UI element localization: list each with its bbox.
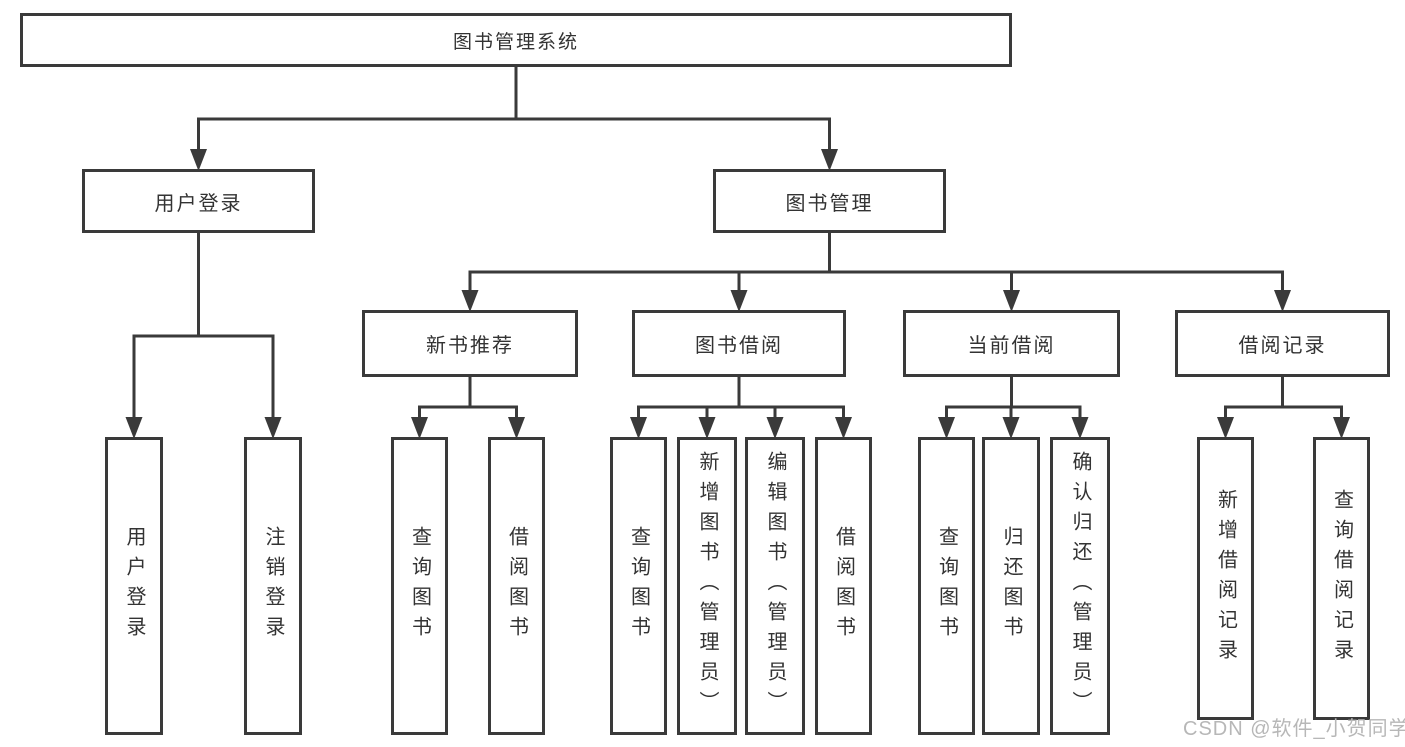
node-label: 图书借阅	[695, 335, 783, 357]
node-label: 图书管理系统	[452, 31, 579, 53]
node-borrow: 图书借阅	[632, 310, 846, 377]
node-label: 新增借阅记录	[1214, 488, 1237, 669]
arrowhead-icon	[730, 290, 748, 312]
node-recommend: 新书推荐	[362, 310, 578, 377]
arrowhead-icon	[1071, 417, 1089, 439]
arrowhead-icon	[835, 417, 852, 439]
node-records: 借阅记录	[1175, 310, 1390, 377]
node-bor-add: 新增图书（管理员）	[677, 437, 737, 735]
node-label: 注销登录	[262, 526, 284, 646]
node-login: 用户登录	[82, 169, 315, 233]
arrowhead-icon	[1002, 417, 1020, 439]
node-rec-query: 查询图书	[391, 437, 448, 735]
node-label: 查询借阅记录	[1330, 488, 1353, 669]
node-cur-query: 查询图书	[918, 437, 975, 735]
arrowhead-icon	[411, 417, 428, 439]
node-login-user: 用户登录	[105, 437, 163, 735]
node-label: 借阅图书	[505, 526, 528, 646]
node-label: 新书推荐	[426, 335, 514, 357]
arrowhead-icon	[461, 290, 479, 312]
watermark: CSDN @软件_小贺同学	[1183, 718, 1405, 740]
node-label: 当前借阅	[967, 335, 1056, 357]
node-label: 归还图书	[1000, 526, 1022, 646]
node-cur-confirm: 确认归还（管理员）	[1050, 437, 1110, 735]
node-label: 用户登录	[154, 192, 243, 215]
node-bor-edit: 编辑图书（管理员）	[745, 437, 805, 735]
node-recd-add: 新增借阅记录	[1197, 437, 1254, 720]
node-login-logout: 注销登录	[244, 437, 302, 735]
arrowhead-icon	[125, 417, 143, 439]
node-rec-borrow: 借阅图书	[488, 437, 545, 735]
arrowhead-icon	[1333, 417, 1350, 439]
node-mgmt: 图书管理	[713, 169, 946, 233]
node-label: 借阅记录	[1238, 335, 1327, 357]
arrowhead-icon	[1217, 417, 1234, 439]
arrowhead-icon	[938, 417, 955, 439]
arrowhead-icon	[190, 149, 207, 171]
arrowhead-icon	[766, 417, 784, 439]
node-label: 查询图书	[408, 526, 431, 646]
node-label: 用户登录	[123, 526, 145, 646]
arrowhead-icon	[821, 149, 838, 171]
node-label: 新增图书（管理员）	[696, 451, 718, 721]
node-label: 图书管理	[785, 192, 874, 215]
node-current: 当前借阅	[903, 310, 1120, 377]
node-label: 编辑图书（管理员）	[764, 451, 786, 721]
node-bor-query: 查询图书	[610, 437, 667, 735]
node-label: 借阅图书	[832, 526, 855, 646]
node-cur-return: 归还图书	[982, 437, 1040, 735]
arrowhead-icon	[508, 417, 525, 439]
node-root: 图书管理系统	[20, 13, 1012, 67]
arrowhead-icon	[630, 417, 647, 439]
node-recd-query: 查询借阅记录	[1313, 437, 1370, 720]
arrowhead-icon	[1274, 290, 1291, 312]
node-label: 查询图书	[935, 526, 958, 646]
node-bor-borrow: 借阅图书	[815, 437, 872, 735]
arrowhead-icon	[264, 417, 282, 439]
arrowhead-icon	[698, 417, 716, 439]
arrowhead-icon	[1003, 290, 1020, 312]
node-label: 确认归还（管理员）	[1069, 451, 1091, 721]
node-label: 查询图书	[627, 526, 650, 646]
